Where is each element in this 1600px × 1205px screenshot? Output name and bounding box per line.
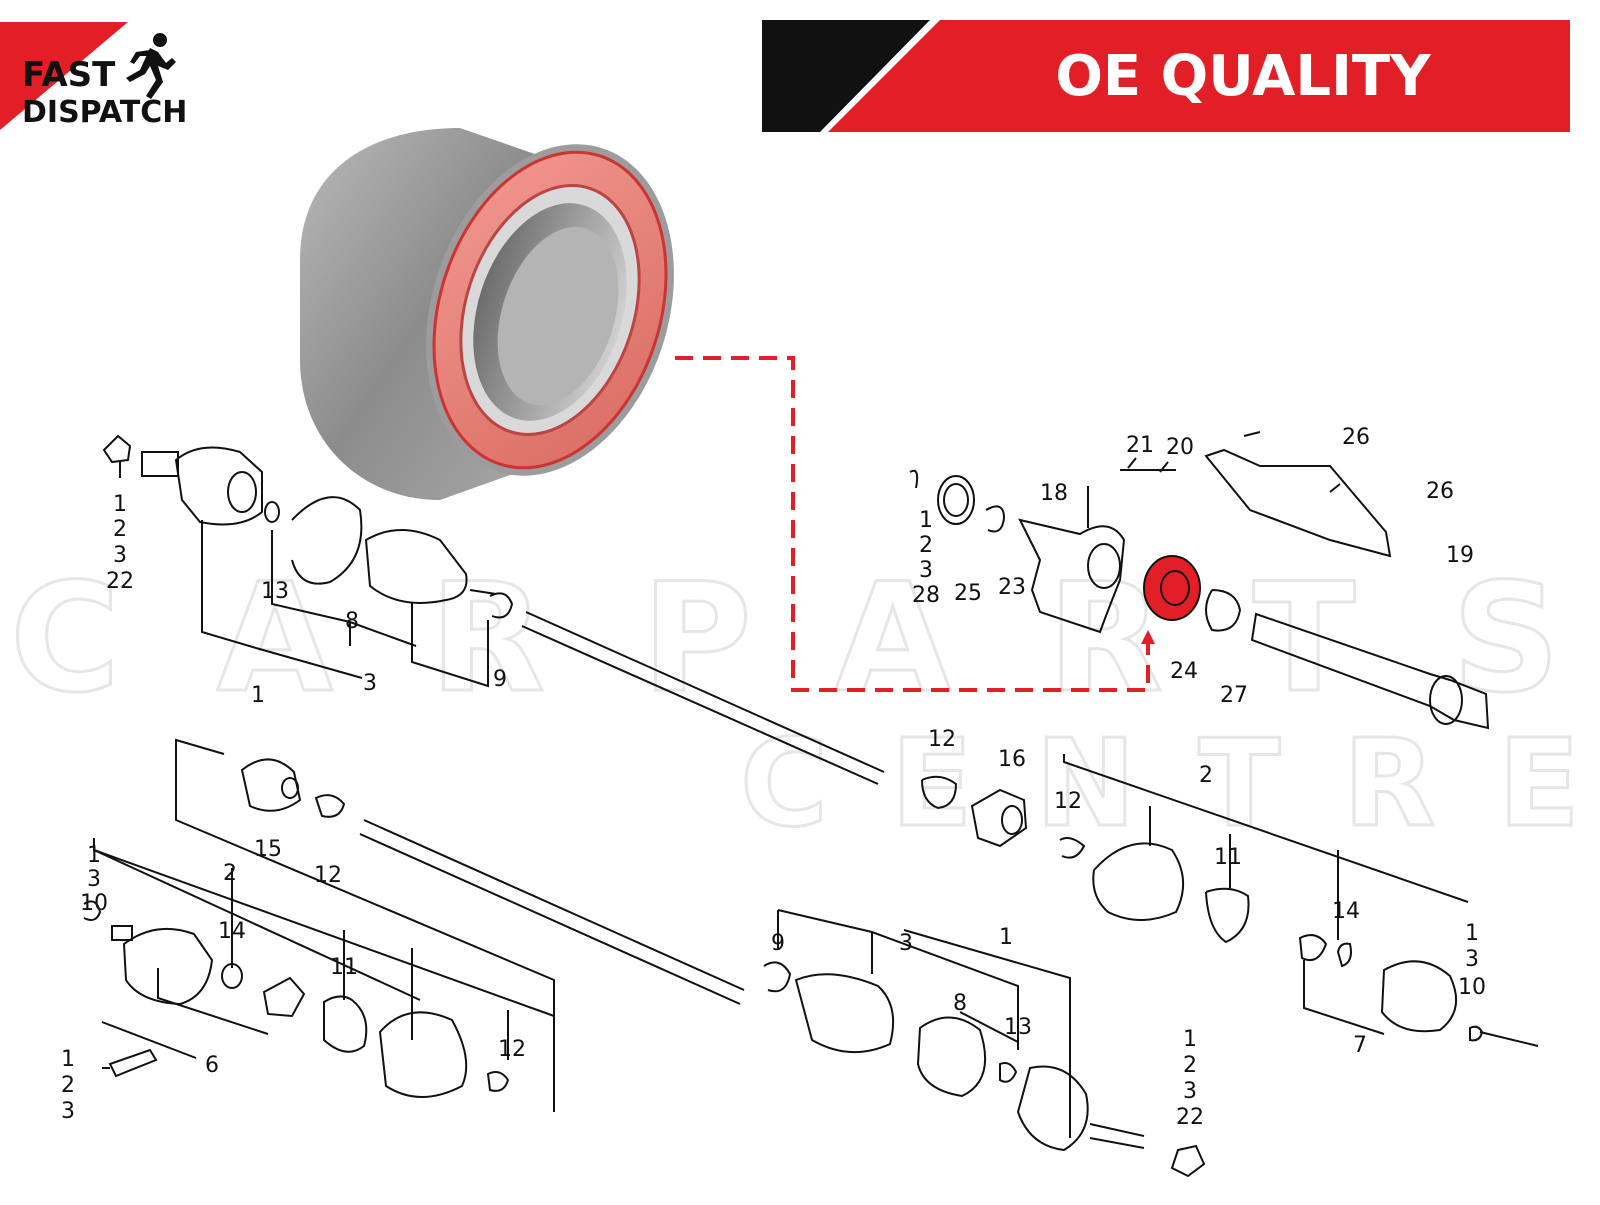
fast-dispatch-badge: FAST DISPATCH — [0, 22, 187, 130]
lower-center-assembly — [763, 909, 1206, 1178]
callout-13: 13 — [1004, 1015, 1032, 1040]
callout-21: 21 — [1126, 433, 1154, 458]
callout-10-right: 10 — [1458, 975, 1486, 1000]
oe-quality-label: OE QUALITY — [1055, 44, 1432, 109]
callout-12: 12 — [498, 1037, 526, 1062]
callout-3-stack: 3 — [1183, 1079, 1197, 1104]
upper-right-assembly — [909, 431, 1490, 730]
callout-2: 2 — [919, 533, 933, 558]
callout-22-stack: 22 — [1176, 1105, 1204, 1130]
callout-1-stack: 1 — [1183, 1027, 1197, 1052]
callout-2: 2 — [223, 861, 237, 886]
callouts-middle: 12 16 15 12 12 2 11 14 1 3 10 7 — [254, 727, 1486, 1058]
callout-2-stack: 2 — [1183, 1053, 1197, 1078]
callout-9: 9 — [493, 667, 507, 692]
fast-label: FAST — [22, 55, 116, 95]
callouts-upper-right: 1 2 3 28 25 23 18 21 20 26 26 19 24 27 — [912, 425, 1474, 708]
callout-3: 3 — [113, 543, 127, 568]
bearing-part-24 — [1143, 555, 1201, 621]
callout-8: 8 — [953, 991, 967, 1016]
callout-27: 27 — [1220, 683, 1248, 708]
callout-23: 23 — [998, 575, 1026, 600]
callout-14: 14 — [218, 919, 246, 944]
callout-22: 22 — [106, 569, 134, 594]
callout-15: 15 — [254, 837, 282, 862]
lower-left-assembly — [83, 838, 555, 1098]
callout-12: 12 — [928, 727, 956, 752]
callouts-lower-left: 1 3 10 2 14 11 12 6 1 2 3 — [61, 843, 526, 1124]
callout-13: 13 — [261, 579, 289, 604]
callout-3-right: 3 — [1465, 947, 1479, 972]
callout-11: 11 — [1214, 845, 1242, 870]
middle-shaft-assembly — [175, 738, 745, 1112]
callouts-lower-center: 9 3 1 8 13 1 2 3 22 — [771, 925, 1204, 1130]
callout-1: 1 — [919, 508, 933, 533]
callout-26-top: 26 — [1342, 425, 1370, 450]
callout-12-right: 12 — [1054, 789, 1082, 814]
callout-16: 16 — [998, 747, 1026, 772]
oe-quality-banner: OE QUALITY — [762, 20, 1570, 132]
callout-11: 11 — [330, 955, 358, 980]
callout-3-lower: 3 — [363, 671, 377, 696]
callout-2: 2 — [113, 517, 127, 542]
callout-20: 20 — [1166, 435, 1194, 460]
callout-1-bottom: 1 — [61, 1047, 75, 1072]
callout-28: 28 — [912, 583, 940, 608]
callout-3: 3 — [919, 558, 933, 583]
callout-24: 24 — [1170, 659, 1198, 684]
callout-6: 6 — [205, 1053, 219, 1078]
callout-14: 14 — [1332, 899, 1360, 924]
dispatch-label: DISPATCH — [22, 95, 187, 130]
leader-arrowhead — [1141, 630, 1155, 644]
runner-icon — [126, 33, 176, 99]
callouts-upper-left: 1 2 3 22 13 8 3 9 1 — [106, 492, 507, 708]
callout-9: 9 — [771, 931, 785, 956]
callout-3: 3 — [899, 931, 913, 956]
callout-2-bottom: 2 — [61, 1073, 75, 1098]
callout-3-bottom: 3 — [61, 1099, 75, 1124]
upper-left-assembly — [102, 434, 885, 785]
callout-26: 26 — [1426, 479, 1454, 504]
callout-1: 1 — [999, 925, 1013, 950]
callout-8: 8 — [345, 609, 359, 634]
callout-3: 3 — [87, 867, 101, 892]
callout-12-mid: 12 — [314, 863, 342, 888]
lower-right-assembly — [921, 754, 1539, 1047]
callout-18: 18 — [1040, 481, 1068, 506]
callout-1-right: 1 — [1465, 921, 1479, 946]
callout-19: 19 — [1446, 543, 1474, 568]
callout-7: 7 — [1353, 1033, 1367, 1058]
callout-1-lower: 1 — [251, 683, 265, 708]
callout-10: 10 — [80, 891, 108, 916]
watermark: CARPARTS CENTRE — [9, 551, 1582, 856]
watermark-line-2: CENTRE — [740, 715, 1580, 854]
callout-1: 1 — [113, 492, 127, 517]
callout-1: 1 — [87, 843, 101, 868]
callout-2: 2 — [1199, 763, 1213, 788]
wheel-bearing-photo — [300, 128, 674, 500]
callout-25: 25 — [954, 581, 982, 606]
bearing-leader-line — [675, 356, 1150, 692]
